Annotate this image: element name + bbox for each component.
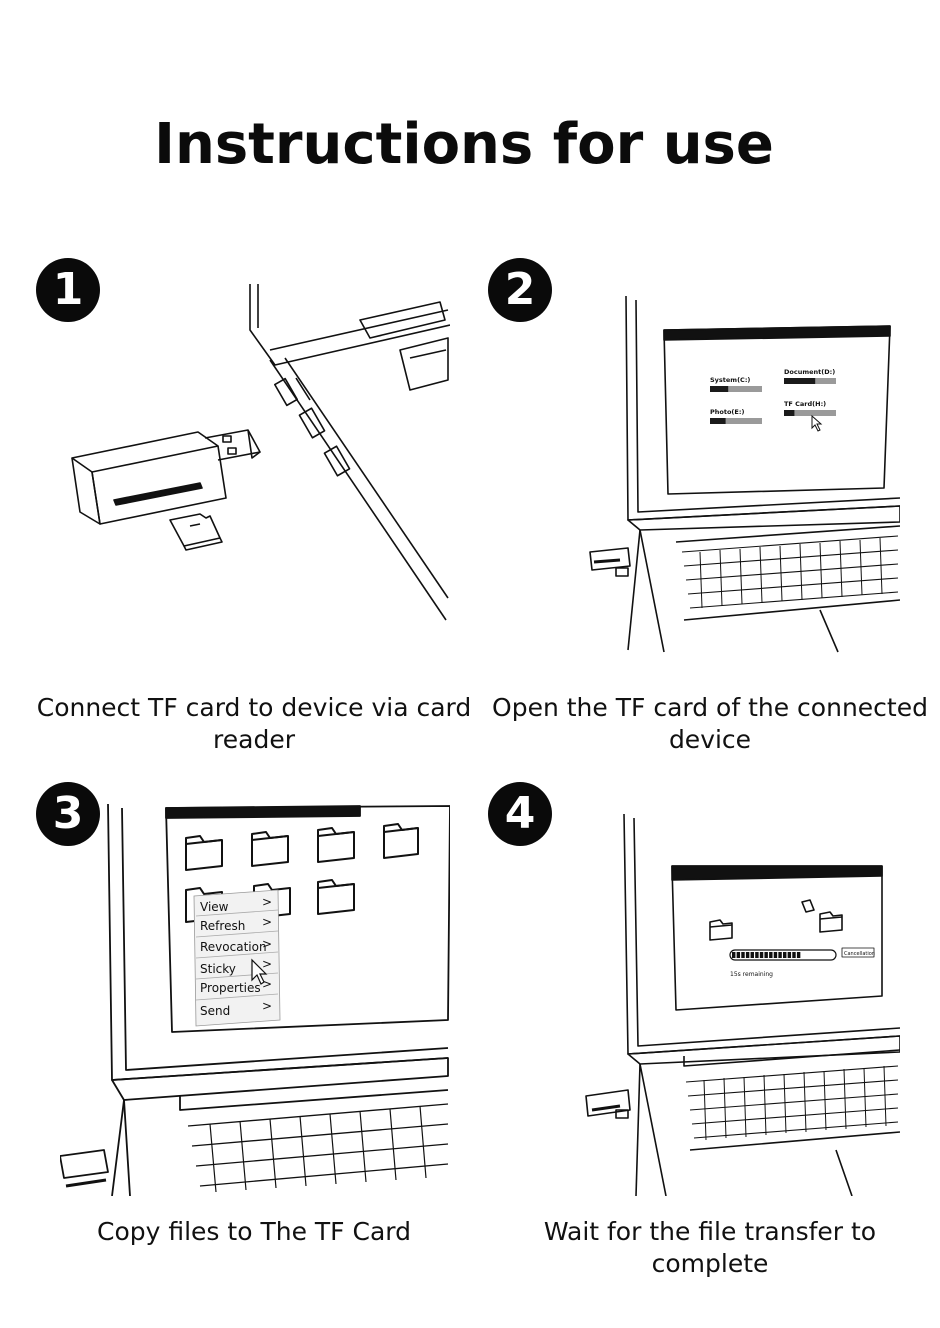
progress-segment bbox=[792, 952, 796, 958]
progress-segment bbox=[759, 952, 764, 958]
step-4-illustration: 15s remaining Cancellation bbox=[585, 813, 900, 1196]
menu-item-view[interactable]: View bbox=[200, 900, 229, 914]
menu-item-sticky[interactable]: Sticky bbox=[200, 962, 236, 976]
cancel-button[interactable]: Cancellation bbox=[844, 951, 875, 957]
progress-segment bbox=[787, 952, 792, 958]
drive-bar-track bbox=[784, 410, 836, 416]
menu-item-revocation[interactable]: Revocation bbox=[200, 940, 267, 954]
step-1-badge: 1 bbox=[36, 258, 100, 322]
step-1-illustration bbox=[71, 284, 450, 621]
drive-bars bbox=[710, 378, 836, 424]
progress-segment bbox=[741, 952, 745, 958]
progress-segment bbox=[796, 952, 801, 958]
progress-segment bbox=[764, 952, 768, 958]
menu-arrow: > bbox=[262, 895, 272, 909]
drive-label-h: TF Card(H:) bbox=[784, 400, 826, 408]
drive-bar-fill bbox=[710, 418, 726, 424]
menu-item-send[interactable]: Send bbox=[200, 1004, 230, 1018]
menu-arrow: > bbox=[262, 999, 272, 1013]
progress-segment bbox=[732, 952, 736, 958]
drive-bar-track bbox=[710, 386, 762, 392]
drive-bar-track bbox=[710, 418, 762, 424]
step-2-caption: Open the TF card of the connected device bbox=[492, 693, 928, 754]
step-3-badge: 3 bbox=[36, 782, 100, 846]
progress-segment bbox=[783, 952, 787, 958]
progress-segment bbox=[755, 952, 759, 958]
menu-arrow: > bbox=[262, 915, 272, 929]
step-4-badge: 4 bbox=[488, 782, 552, 846]
step-4-caption: Wait for the file transfer to complete bbox=[543, 1217, 877, 1278]
step-3-caption: Copy files to The TF Card bbox=[97, 1217, 411, 1246]
menu-arrow: > bbox=[262, 977, 272, 991]
progress-bar-fill bbox=[732, 952, 801, 958]
menu-arrow: > bbox=[262, 937, 272, 951]
step-1-caption: Connect TF card to device via card reade… bbox=[36, 693, 472, 754]
progress-segment bbox=[778, 952, 782, 958]
time-remaining: 15s remaining bbox=[730, 971, 773, 978]
drive-label-e: Photo(E:) bbox=[710, 408, 744, 416]
menu-item-properties[interactable]: Properties bbox=[200, 981, 261, 995]
progress-segment bbox=[769, 952, 773, 958]
cursor-icon bbox=[251, 958, 268, 985]
menu-arrow: > bbox=[262, 957, 272, 971]
progress-segment bbox=[736, 952, 741, 958]
drive-bar-fill bbox=[784, 378, 816, 384]
progress-segment bbox=[773, 952, 778, 958]
step-2-badge: 2 bbox=[488, 258, 552, 322]
menu-item-refresh[interactable]: Refresh bbox=[200, 919, 245, 933]
context-menu: View Refresh Revocation Sticky Propertie… bbox=[193, 889, 281, 1027]
step-2-illustration: System(C:) Document(D:) Photo(E:) TF Car… bbox=[589, 295, 900, 653]
cursor-icon bbox=[811, 414, 823, 432]
step-3-illustration: View Refresh Revocation Sticky Propertie… bbox=[60, 803, 450, 1196]
drive-bar-fill bbox=[710, 386, 729, 392]
drive-label-c: System(C:) bbox=[710, 376, 750, 384]
page-title: Instructions for use bbox=[154, 112, 774, 177]
drive-bar-fill bbox=[784, 410, 795, 416]
progress-segment bbox=[745, 952, 750, 958]
drive-label-d: Document(D:) bbox=[784, 368, 835, 376]
progress-segment bbox=[750, 952, 754, 958]
